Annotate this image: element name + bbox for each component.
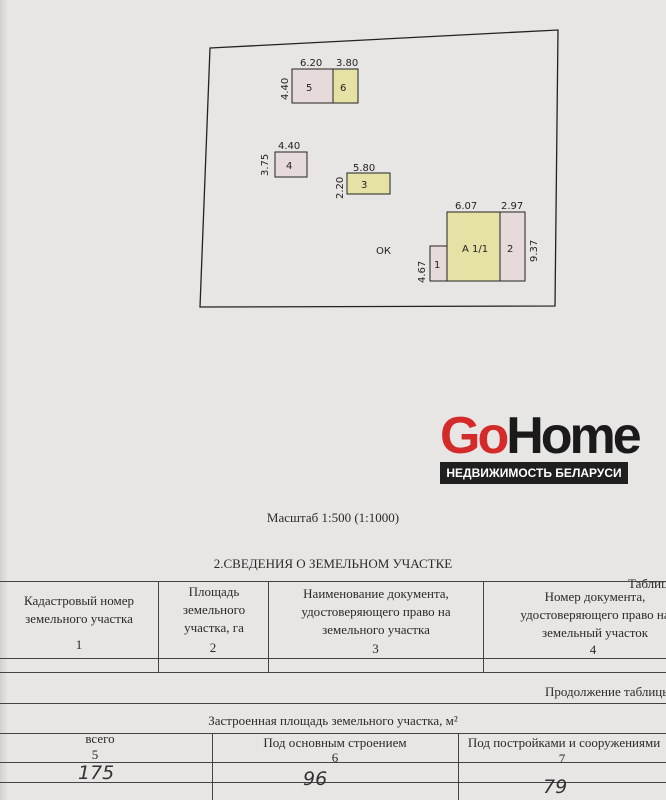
dimension: 9.37 (529, 240, 540, 262)
building-label: 6 (340, 83, 346, 94)
building-label: А 1/1 (462, 244, 488, 255)
building-label: 5 (306, 83, 312, 94)
plot-boundary (199, 29, 559, 308)
building-label: 2 (507, 244, 513, 255)
column-number: 5 (91, 747, 99, 762)
building-5 (291, 68, 334, 104)
dimension: 5.80 (353, 163, 375, 174)
dimension: 4.67 (417, 261, 428, 283)
building-label: 3 (361, 180, 367, 191)
watermark-brand: GoHome (440, 407, 642, 465)
column-number: 4 (589, 642, 597, 657)
dimension: 2.97 (501, 201, 523, 212)
header-total: всего (85, 731, 115, 746)
dimension: 4.40 (278, 141, 300, 152)
building-4 (274, 151, 308, 178)
building-label: 4 (286, 161, 292, 172)
column-number: 6 (331, 750, 339, 765)
dimension: 2.20 (335, 177, 346, 199)
dimension: 6.20 (300, 58, 322, 69)
paper-edge (0, 0, 8, 800)
column-number: 3 (372, 641, 379, 656)
value-total: 175 (78, 762, 115, 784)
header-outbuildings: Под постройками и сооружениями (467, 735, 661, 750)
header-main-building: Под основным строением (263, 735, 407, 750)
building-3 (346, 172, 391, 195)
scale-label: Масштаб 1:500 (1:1000) (266, 510, 400, 525)
column-number: 1 (75, 637, 83, 652)
table-caption: Таблица (628, 576, 666, 591)
value-main-building: 96 (303, 768, 328, 790)
section-title: 2.СВЕДЕНИЯ О ЗЕМЕЛЬНОМ УЧАСТКЕ (213, 556, 453, 571)
gohome-watermark: GoHome НЕДВИЖИМОСТЬ БЕЛАРУСИ (440, 407, 642, 484)
building-1 (429, 245, 448, 282)
dimension: 3.80 (336, 58, 358, 69)
header-document-number: Номер документа, удостоверяющего право н… (520, 589, 666, 640)
plan-note: ОК (376, 246, 391, 257)
dimension: 6.07 (455, 201, 477, 212)
table-caption: Продолжение таблицы (545, 684, 666, 699)
building-label: 1 (434, 260, 440, 271)
building-6 (332, 68, 359, 104)
group-header: Застроенная площадь земельного участка, … (208, 713, 458, 728)
watermark-tagline: НЕДВИЖИМОСТЬ БЕЛАРУСИ (440, 462, 628, 484)
building-2 (499, 211, 526, 282)
value-outbuildings: 79 (543, 776, 568, 798)
header-area: Площадь земельного участка, га (182, 584, 246, 635)
column-number: 2 (209, 640, 217, 655)
header-cadastral-number: Кадастровый номер земельного участка (23, 593, 135, 626)
dimension: 4.40 (280, 78, 291, 100)
dimension: 3.75 (260, 154, 271, 176)
site-plan: 5 6 4 3 А 1/1 2 1 6.20 3.80 4.40 4.40 3.… (199, 29, 559, 308)
header-document-name: Наименование документа, удостоверяющего … (301, 586, 451, 637)
column-number: 7 (558, 751, 566, 766)
